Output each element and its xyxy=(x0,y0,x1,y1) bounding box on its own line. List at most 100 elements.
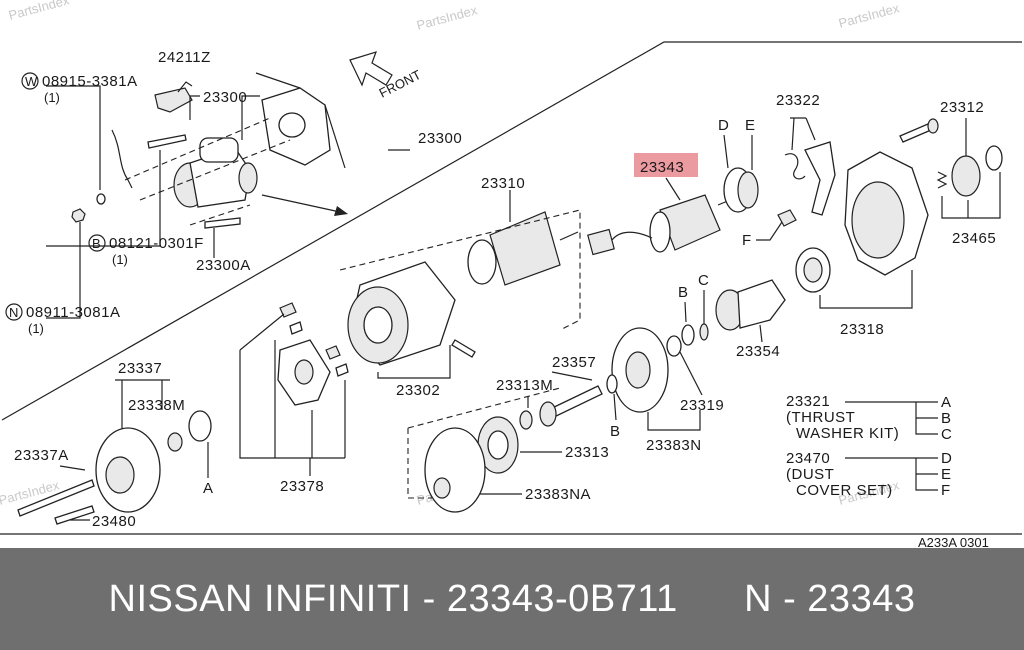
pinion-gear xyxy=(951,155,981,197)
footer-bar: NISSAN INFINITI - 23343-0B711 N - 23343 xyxy=(0,548,1024,650)
brush-spring-1 xyxy=(279,302,297,318)
dashed-box-gear xyxy=(407,387,561,499)
starter-solenoid xyxy=(199,137,239,163)
leader-23357 xyxy=(551,371,593,381)
nut-08911 xyxy=(71,208,86,223)
front-label: FRONT xyxy=(377,67,424,101)
leader-23322 xyxy=(790,117,816,151)
part-label-24211z: 24211Z xyxy=(158,49,211,66)
screw-23480 xyxy=(54,505,95,525)
leader-f xyxy=(756,221,783,241)
part-label-23357: 23357 xyxy=(552,354,596,371)
dashed-box-23302 xyxy=(339,209,581,331)
part-label-08915: 08915-3381A xyxy=(42,73,138,90)
seals-de: D E xyxy=(718,117,759,213)
kit-b: B xyxy=(941,410,952,427)
kit-thrust-line1: (THRUST xyxy=(786,409,855,426)
starter-assembly-group xyxy=(46,72,348,319)
bracket-edge xyxy=(255,72,346,169)
qty-08121: (1) xyxy=(112,252,128,267)
kit-c: C xyxy=(941,426,952,443)
kit-label-a-left: A xyxy=(203,480,214,497)
direction-arrow-head xyxy=(334,206,348,216)
leader-d-e xyxy=(723,134,753,170)
kit-legend: 23321 (THRUST WASHER KIT) A B C 23470 (D… xyxy=(786,393,952,499)
part-label-23302: 23302 xyxy=(396,382,440,399)
housing-23318: 23318 xyxy=(795,151,929,338)
pinion-ring xyxy=(985,145,1003,171)
kit-dust-line1: (DUST xyxy=(786,466,834,483)
top-left-labels: W 08915-3381A (1) 24211Z 23300 B 08121-0… xyxy=(5,49,462,336)
kit-label-23470: 23470 xyxy=(786,450,830,467)
kit-label-c-mid: C xyxy=(698,272,709,289)
leader-23343 xyxy=(665,177,681,201)
ring-23313m xyxy=(519,410,533,430)
part-label-23383n: 23383N xyxy=(646,437,702,454)
solenoid-wire xyxy=(611,231,653,241)
pin-f: F xyxy=(742,209,797,249)
leader-23378 xyxy=(239,313,346,459)
diagram-reference-code: A233A 0301 xyxy=(918,535,989,548)
circle-n-icon xyxy=(5,303,23,321)
leader-23319 xyxy=(679,351,703,396)
kit-thrust-brackets xyxy=(845,401,938,435)
part-label-23465: 23465 xyxy=(952,230,996,247)
bearing-inner xyxy=(803,257,823,283)
center-bracket-inner xyxy=(625,351,651,389)
part-label-23318: 23318 xyxy=(840,321,884,338)
brush-holder-center xyxy=(294,359,314,385)
washer-b xyxy=(681,324,695,346)
circle-b-label: B xyxy=(92,236,101,251)
part-label-23480: 23480 xyxy=(92,513,136,530)
starter-gear xyxy=(238,162,258,194)
washer-08915 xyxy=(96,193,106,205)
bracket-23319: 23319 23383N xyxy=(611,327,724,454)
brush-2 xyxy=(335,363,349,377)
pin-f-shape xyxy=(777,209,797,227)
kit-label-d-top: D xyxy=(718,117,729,134)
kit-e: E xyxy=(941,466,952,483)
armature-shaft xyxy=(559,231,579,241)
qty-08915: (1) xyxy=(44,90,60,105)
shift-lever xyxy=(804,141,836,216)
parts-diagram: PartsIndex PartsIndex PartsIndex PartsIn… xyxy=(0,0,1024,548)
through-bolt-long xyxy=(17,479,95,517)
direction-arrow-line xyxy=(261,194,341,213)
kit-dust-brackets xyxy=(845,457,938,491)
qty-08911: (1) xyxy=(28,321,44,336)
part-label-23313m: 23313M xyxy=(496,377,553,394)
harness-cable xyxy=(111,129,133,189)
leader-23337a xyxy=(59,465,86,471)
gear-23313-inner xyxy=(487,430,509,460)
kit-label-f: F xyxy=(742,232,752,249)
rear-cover-23383na xyxy=(424,427,486,513)
leader-b-low xyxy=(613,393,617,421)
kit-label-b-mid: B xyxy=(678,284,689,301)
end-frame-inner xyxy=(105,456,135,494)
clutch-body xyxy=(737,279,786,329)
part-label-08121: 08121-0301F xyxy=(109,235,204,252)
watermark-top-left: PartsIndex xyxy=(7,0,71,23)
yoke-core xyxy=(363,306,393,344)
circle-w-icon xyxy=(21,72,39,90)
kit-f: F xyxy=(941,482,951,499)
rear-cover-inner xyxy=(433,477,451,499)
part-label-23319: 23319 xyxy=(680,397,724,414)
part-label-23337a: 23337A xyxy=(14,447,69,464)
bushing-23338m xyxy=(167,432,183,452)
front-arrow-icon xyxy=(349,51,393,87)
harness-connector xyxy=(177,81,193,93)
gear-shaft-head xyxy=(539,401,557,427)
brush-1 xyxy=(289,321,303,335)
part-label-23354: 23354 xyxy=(736,343,780,360)
watermark-top-right: PartsIndex xyxy=(837,0,901,31)
bracket-hole xyxy=(278,112,306,138)
part-label-23310: 23310 xyxy=(481,175,525,192)
part-label-23338m: 23338M xyxy=(128,397,185,414)
part-label-23378: 23378 xyxy=(280,478,324,495)
kit-label-e-top: E xyxy=(745,117,756,134)
bolt-23300a xyxy=(204,217,241,229)
clutch-23354: B C 23354 xyxy=(678,272,786,360)
part-label-23322: 23322 xyxy=(776,92,820,109)
